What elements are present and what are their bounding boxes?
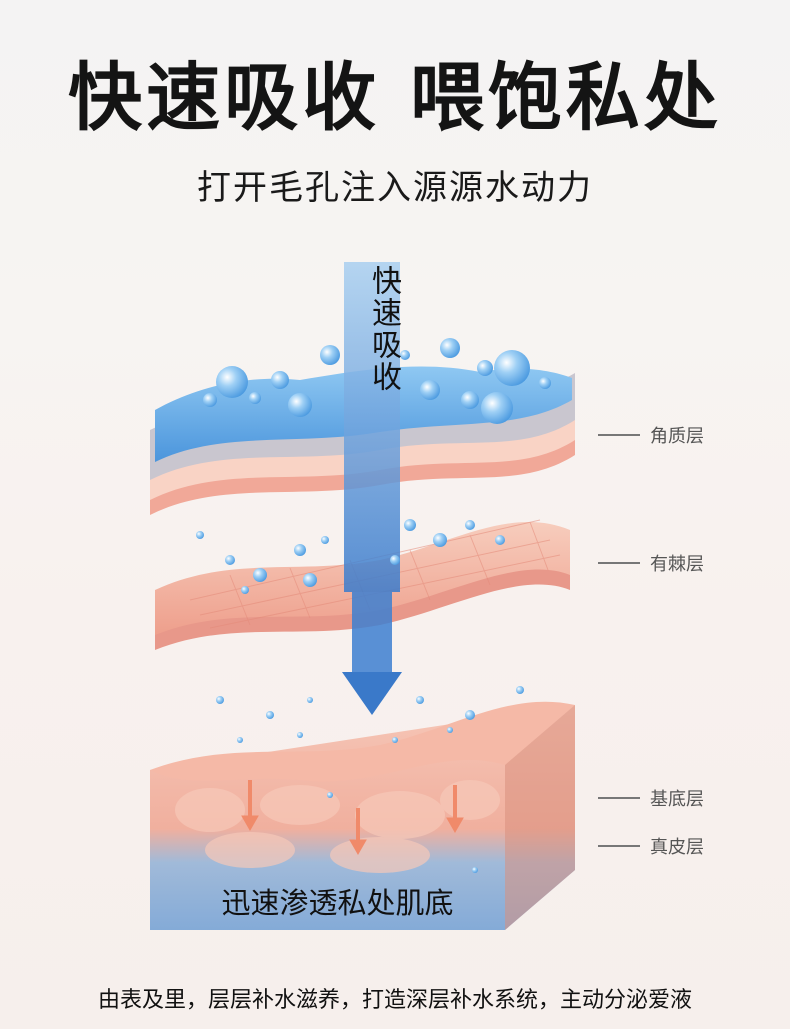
layer-label-dermis: 真皮层 [598,833,704,859]
layer-label-text: 真皮层 [650,837,704,858]
layer-label-text: 角质层 [650,426,704,447]
layer-label-corneum: 角质层 [598,422,704,448]
layer-label-spinous: 有棘层 [598,550,704,576]
layer-label-basal: 基底层 [598,785,704,811]
label-leader-line [598,434,640,436]
water-bubbles [196,338,551,873]
basal-dermis-block [150,701,575,930]
footer-text: 由表及里，层层补水滋养，打造深层补水系统，主动分泌爱液 [97,988,692,1013]
page-subtitle: 打开毛孔注入源源水动力 [197,168,593,208]
penetration-arrows [241,780,464,856]
label-leader-line [598,797,640,799]
layer-label-text: 有棘层 [650,554,704,575]
layer-label-text: 基底层 [650,789,704,810]
arrow-label: 快速吸收 [366,265,401,393]
label-leader-line [598,845,640,847]
block-caption: 迅速渗透私处肌底 [221,886,454,920]
label-leader-line [598,562,640,564]
page-title: 快速吸收 喂饱私处 [68,55,722,141]
absorption-arrow [342,262,402,715]
skin-layer-diagram [150,262,575,930]
